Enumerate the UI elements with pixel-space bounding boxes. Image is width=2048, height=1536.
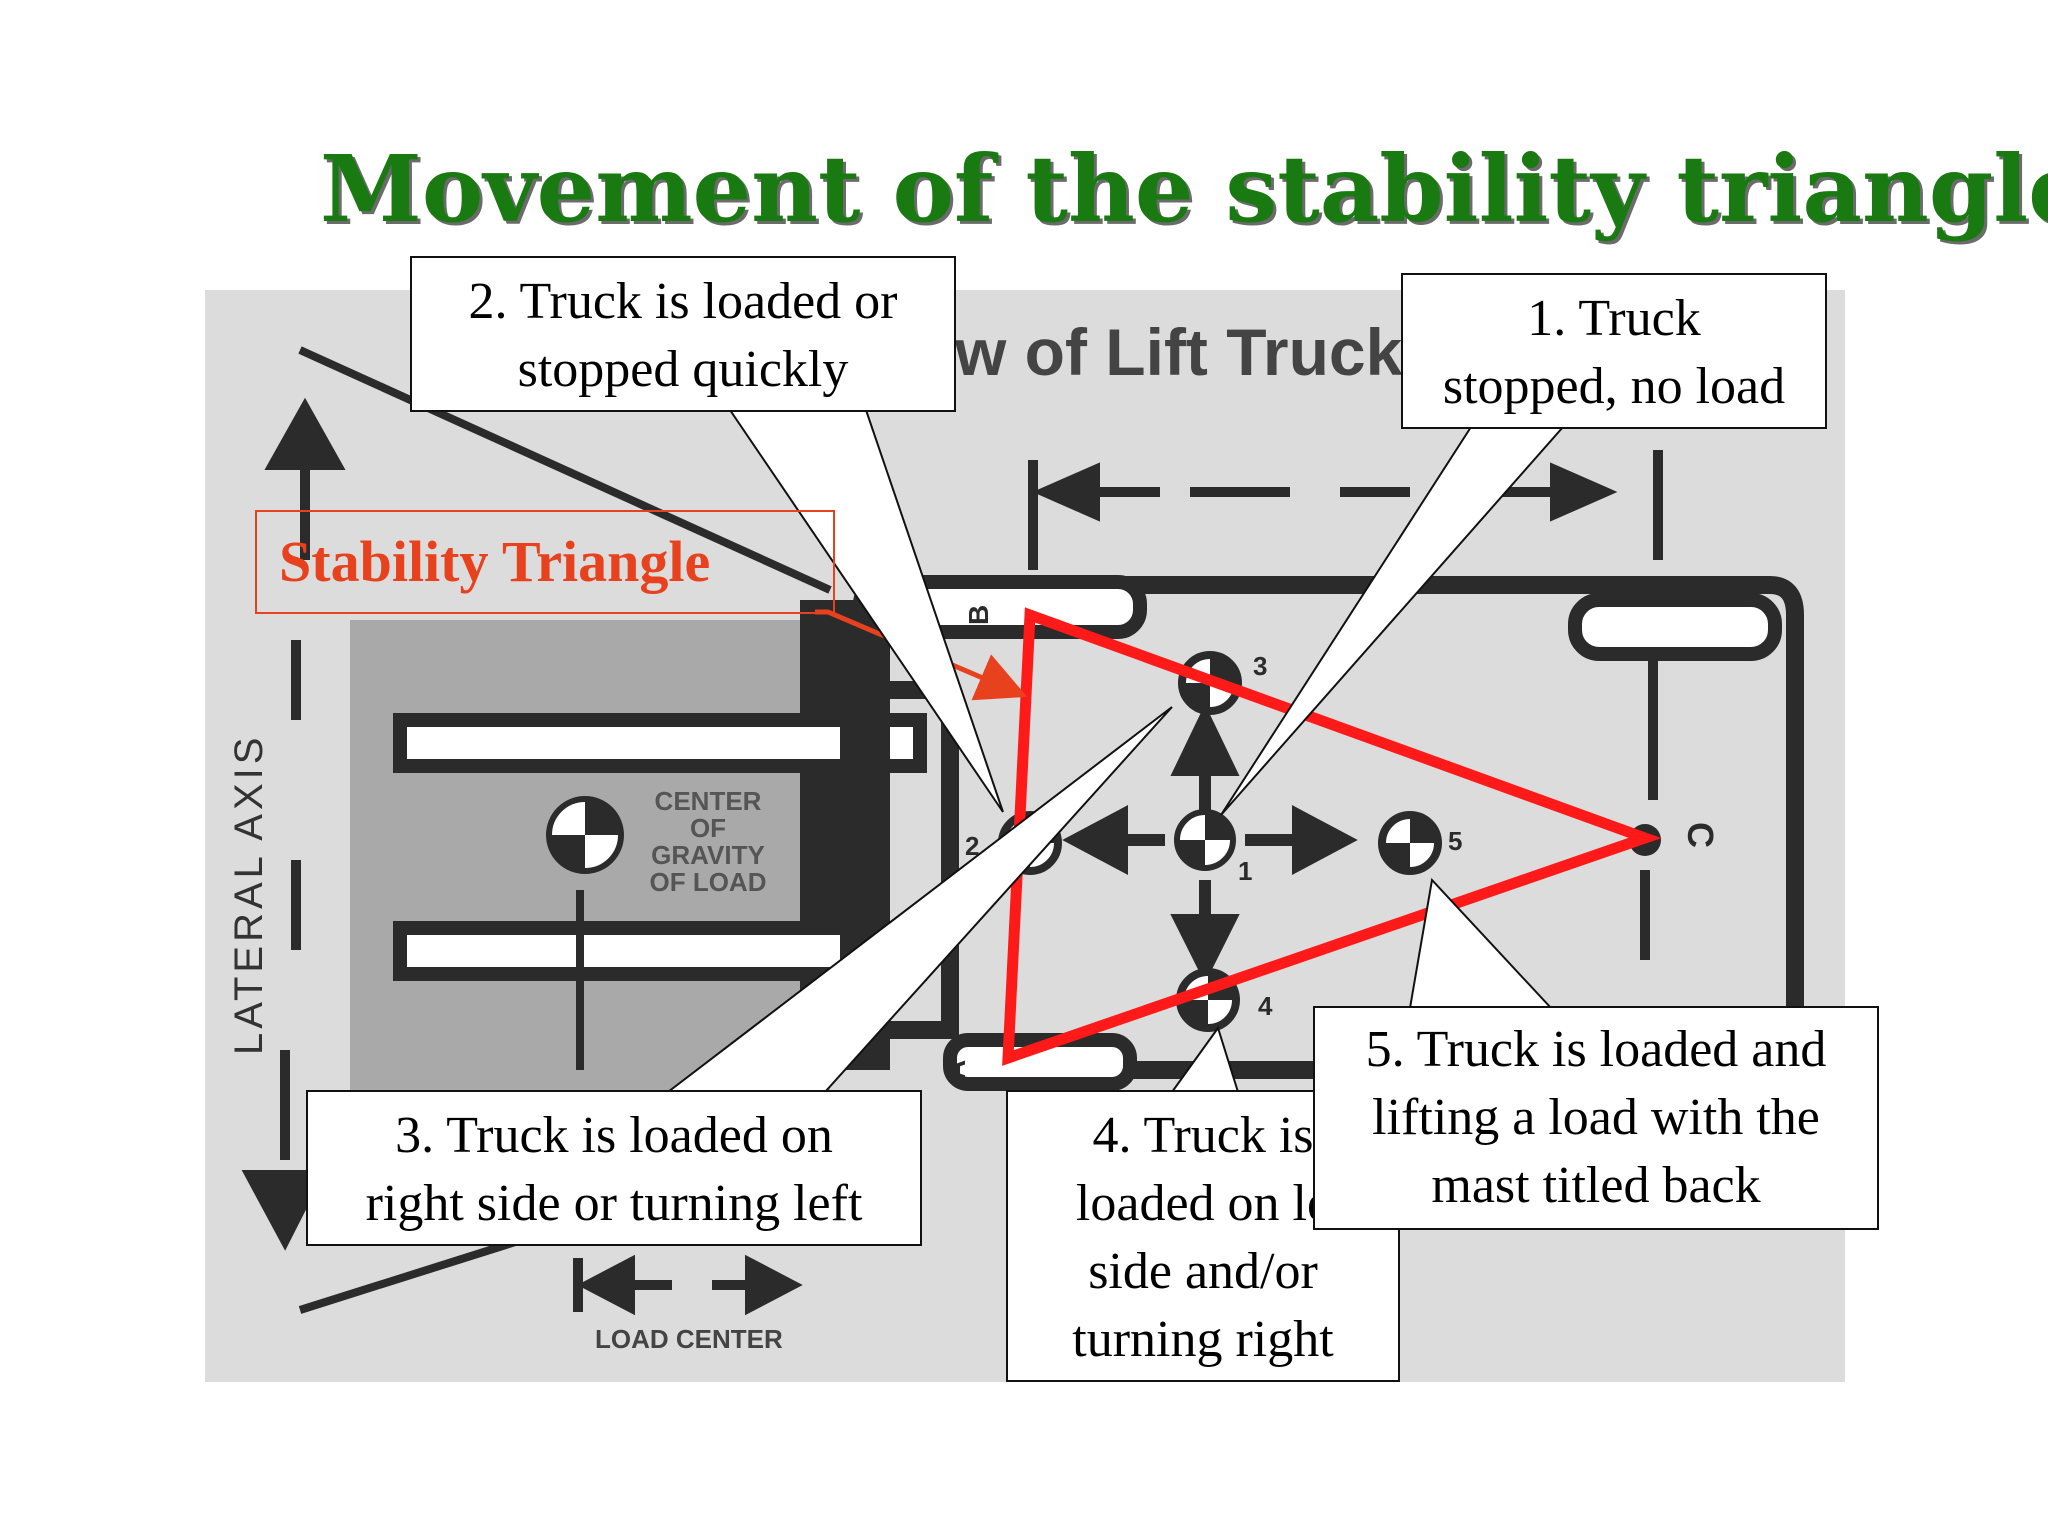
lateral-axis-label: LATERAL AXIS: [227, 734, 271, 1055]
svg-text:4: 4: [1258, 991, 1273, 1021]
corner-c: C: [1680, 822, 1721, 848]
center-of-gravity-icon: [546, 796, 624, 874]
load-center-arrows: [573, 1254, 803, 1316]
load-center-label: LOAD CENTER: [595, 1324, 783, 1354]
svg-text:GRAVITY: GRAVITY: [651, 840, 765, 870]
point-5-icon: [1378, 811, 1442, 875]
wheel-a: [943, 1033, 1137, 1091]
lateral-axis: [241, 397, 346, 1251]
callout-1: 1. Truck stopped, no load: [1401, 273, 1827, 429]
movement-arrows: [1062, 704, 1358, 984]
outline-top-diagonal: [298, 346, 832, 594]
svg-text:3: 3: [1253, 651, 1267, 681]
callout-2: 2. Truck is loaded or stopped quickly: [410, 256, 956, 412]
wheel-rear: [1568, 593, 1782, 661]
svg-text:2: 2: [965, 831, 979, 861]
svg-text:1: 1: [1238, 856, 1252, 886]
svg-text:OF: OF: [690, 813, 726, 843]
corner-b: B: [963, 605, 994, 625]
callout-3: 3. Truck is loaded on right side or turn…: [306, 1090, 922, 1246]
stability-triangle-label: Stability Triangle: [255, 510, 835, 614]
svg-text:OF LOAD: OF LOAD: [650, 867, 767, 897]
corner-a: A: [940, 1060, 971, 1080]
point-1-icon: [1174, 809, 1236, 871]
point-3-icon: [1178, 651, 1242, 715]
callout-5: 5. Truck is loaded and lifting a load wi…: [1313, 1006, 1879, 1230]
svg-text:CENTER: CENTER: [655, 786, 762, 816]
slide-title: Movement of the stability triangle: [320, 135, 2048, 243]
header-text: w of Lift Truck: [954, 315, 1403, 389]
svg-text:5: 5: [1448, 826, 1462, 856]
cog-label: CENTER OF GRAVITY OF LOAD: [650, 786, 767, 897]
point-numbers: 1 2 3 4 5: [965, 651, 1462, 1021]
callout-4: 4. Truck is loaded on le side and/or tur…: [1006, 1090, 1400, 1382]
